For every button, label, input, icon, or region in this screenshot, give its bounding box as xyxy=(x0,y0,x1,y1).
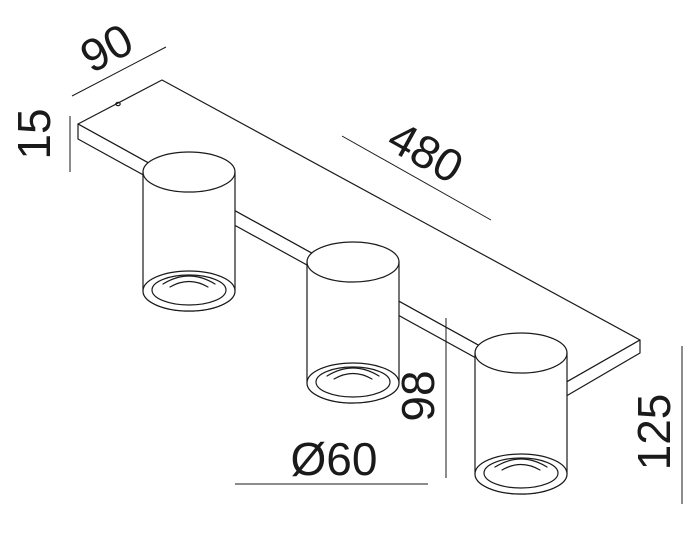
label-total-height: 125 xyxy=(628,394,680,471)
spot-3-opening xyxy=(474,453,568,495)
spot-1 xyxy=(142,151,236,312)
dim-line-480 xyxy=(341,135,492,221)
label-diameter: Ø60 xyxy=(291,433,378,485)
spot-2-reflector xyxy=(315,366,391,398)
spot-1-reflector xyxy=(151,274,227,306)
mounting-hole xyxy=(115,101,121,107)
dim-line-90 xyxy=(71,46,167,97)
spot-3-reflector xyxy=(483,457,559,489)
spot-1-opening xyxy=(142,270,236,312)
spot-3 xyxy=(474,332,568,495)
spot-2 xyxy=(306,241,400,404)
label-depth: 90 xyxy=(72,13,142,83)
label-length: 480 xyxy=(380,111,472,194)
spot-2-opening xyxy=(306,362,400,404)
label-spot-height: 98 xyxy=(392,370,444,421)
label-plate-thickness: 15 xyxy=(8,108,60,159)
